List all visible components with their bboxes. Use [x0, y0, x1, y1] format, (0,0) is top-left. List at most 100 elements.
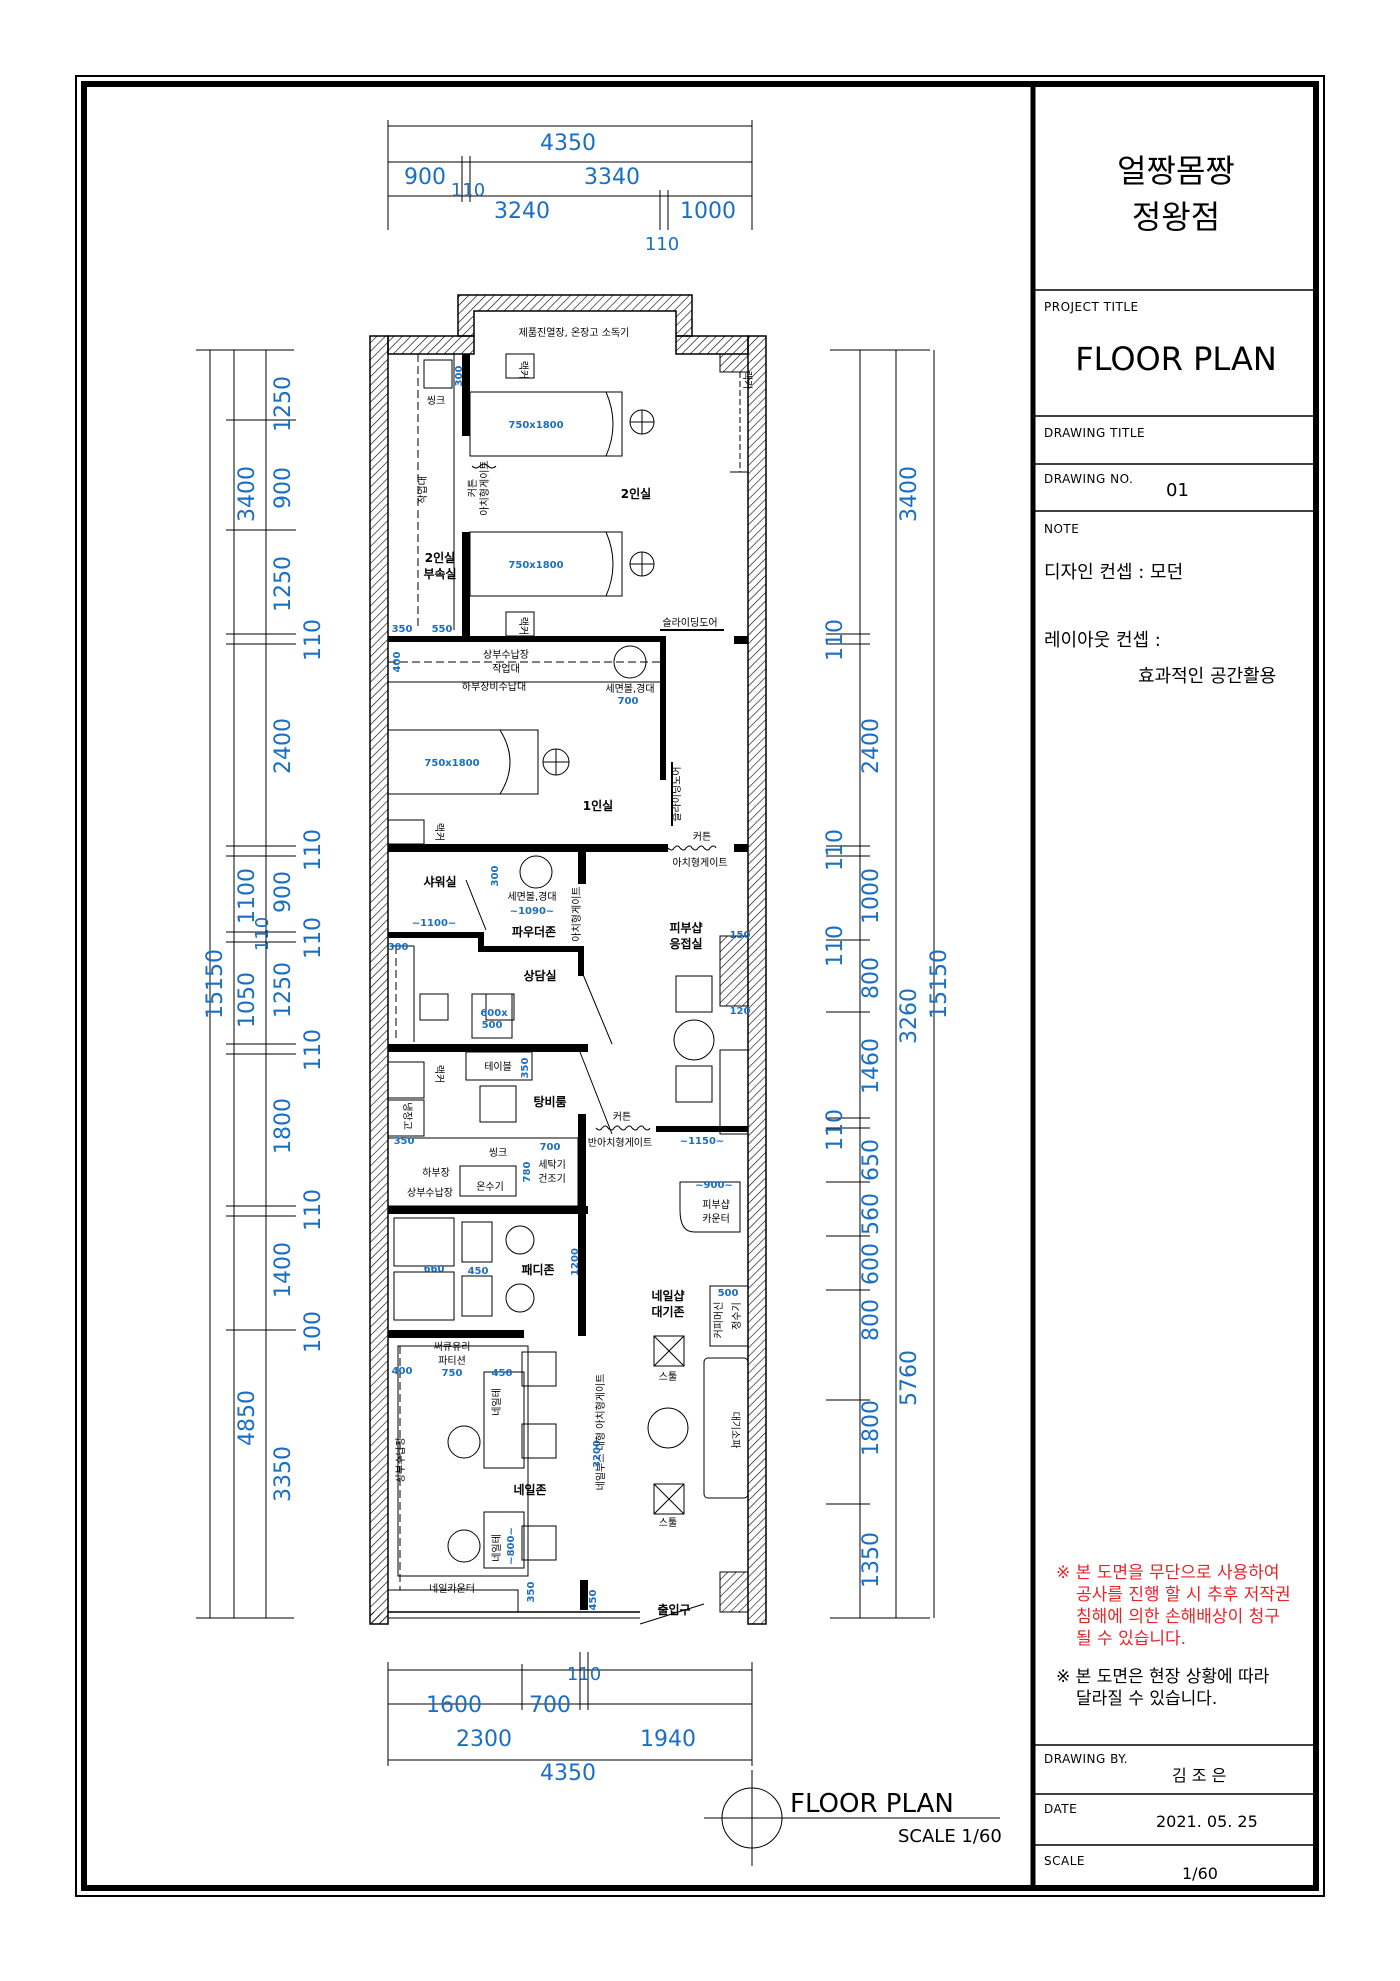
right-dimensions: 110 2400 110 1000 110 800 1460 110 650 5…	[823, 466, 952, 1588]
blue-450b: 450	[492, 1368, 513, 1379]
dim-right-3260: 3260	[897, 988, 922, 1044]
label-display: 제품진열장, 온장고 소독기	[519, 327, 630, 339]
label-glass-partition-2: 파티션	[438, 1355, 466, 1367]
blue-350: 350	[392, 624, 413, 635]
blue-700: 700	[618, 696, 639, 707]
label-consult: 상담실	[523, 968, 556, 983]
dim-left-100: 100	[301, 1311, 326, 1353]
drawing-title-label: DRAWING TITLE	[1044, 426, 1146, 440]
dim-left-2400: 2400	[271, 718, 296, 774]
dim-bottom-1940: 1940	[640, 1727, 696, 1752]
label-curtain-1: 커튼	[693, 831, 711, 843]
drawing-no-label: DRAWING NO.	[1044, 472, 1134, 486]
notice-line-1: ※ 본 도면은 현장 상황에 따라	[1056, 1667, 1270, 1687]
dim-top-900: 900	[404, 165, 446, 190]
dim-right-1350: 1350	[859, 1532, 884, 1588]
label-rack-2: 랙커	[517, 361, 529, 379]
dim-left-110e: 110	[301, 1189, 326, 1231]
label-nail-table-2: 네일테	[491, 1534, 503, 1562]
label-table-500: 500	[482, 1020, 503, 1031]
dim-bottom-4350: 4350	[540, 1761, 596, 1786]
dim-right-560: 560	[859, 1193, 884, 1235]
label-bed-2: 750x1800	[508, 560, 563, 571]
label-sink: 씽크	[427, 395, 445, 407]
label-upper-cab: 상부수납장	[407, 1187, 453, 1199]
label-work-table: 작업대	[492, 662, 520, 675]
dim-left-4850: 4850	[235, 1390, 260, 1446]
blue-300: 300	[454, 366, 465, 387]
label-powder: 파우더존	[512, 924, 556, 939]
left-dimensions: 1250 900 1250 110 2400 110 900 110 1250 …	[203, 376, 326, 1502]
dim-bottom-1600: 1600	[426, 1693, 482, 1718]
blue-150: 150	[730, 930, 751, 941]
blue-450: 450	[468, 1266, 489, 1277]
blue-300b: 300	[490, 866, 501, 887]
dim-bottom-700: 700	[529, 1693, 571, 1718]
dim-right-15150: 15150	[927, 949, 952, 1019]
blue-1150: ~1150~	[680, 1136, 725, 1147]
blue-700b: 700	[540, 1142, 561, 1153]
store-name-line1: 얼짱몸짱	[1117, 152, 1235, 190]
blue-1200: 1200	[570, 1248, 581, 1276]
label-arch-gate-v: 아치형게이트	[479, 460, 491, 515]
label-shower: 샤워실	[423, 874, 456, 889]
label-upper-storage-v: 상부수납장	[395, 1437, 407, 1483]
blue-550: 550	[432, 624, 453, 635]
furniture-linework	[387, 353, 749, 1625]
label-stool-1: 스툴	[659, 1371, 677, 1383]
dim-top-110a: 110	[451, 180, 485, 201]
blue-120: 120	[730, 1006, 751, 1017]
label-vanity-1: 세면볼,경대	[605, 682, 654, 695]
blue-dimension-labels: 350 550 400 700 300 ~1100~ ~1090~ 150 12…	[388, 366, 751, 1611]
dim-right-1000: 1000	[859, 868, 884, 924]
label-nail-wait-2: 대기존	[651, 1304, 684, 1319]
label-pantry: 탕비룸	[533, 1094, 566, 1109]
label-nail-zone: 네일존	[513, 1482, 546, 1497]
label-nail-table-1: 네일테	[491, 1388, 503, 1416]
label-lower-storage: 하부장비수납대	[462, 680, 526, 693]
label-sliding-v: 슬라이딩도어	[671, 766, 683, 821]
dim-left-15150: 15150	[203, 949, 228, 1019]
label-bed-1: 750x1800	[508, 420, 563, 431]
label-purifier: 정수기	[731, 1302, 743, 1330]
label-room2-annex-2: 부속실	[423, 566, 456, 581]
dim-right-2400: 2400	[859, 718, 884, 774]
dim-right-110d: 110	[823, 1109, 848, 1151]
dim-top-1000: 1000	[680, 199, 736, 224]
project-title: FLOOR PLAN	[1075, 340, 1277, 378]
label-table: 테이블	[484, 1061, 512, 1073]
label-fridge: 냉장고	[401, 1102, 413, 1130]
date: 2021. 05. 25	[1156, 1812, 1258, 1831]
plan-caption-title: FLOOR PLAN	[790, 1789, 954, 1819]
dim-right-110b: 110	[823, 829, 848, 871]
dimension-lines	[196, 120, 1000, 1866]
label-table-600: 600x	[480, 1008, 508, 1019]
label-water-heater: 온수기	[476, 1181, 504, 1193]
bottom-dimensions: 110 1600 700 2300 1940 4350	[426, 1664, 696, 1786]
left-ticks	[226, 419, 870, 1505]
label-sliding-door: 슬라이딩도어	[662, 617, 717, 629]
dim-top-110b: 110	[645, 234, 679, 255]
label-nail-wait-1: 네일샵	[651, 1288, 684, 1303]
warning-line-3: 침해에 의한 손해배상이 청구	[1076, 1607, 1280, 1627]
label-room2-annex-1: 2인실	[425, 550, 455, 565]
dim-right-650: 650	[859, 1139, 884, 1181]
dim-right-600: 600	[859, 1243, 884, 1285]
dim-right-1800: 1800	[859, 1400, 884, 1456]
note-design-concept: 디자인 컨셉 : 모던	[1044, 562, 1184, 583]
label-arch-v: 아치형게이트	[571, 886, 583, 941]
label-vanity-2: 세면볼,경대	[507, 890, 556, 903]
label-coffee: 커피머신	[713, 1302, 725, 1339]
blue-3200: 3200	[592, 1440, 603, 1468]
label-skin-reception-2: 응접실	[669, 936, 702, 951]
label-rack-1: 랙커	[741, 371, 753, 389]
dim-top-4350: 4350	[540, 131, 596, 156]
label-sofa: 대기소파	[729, 1412, 741, 1449]
warning-line-4: 될 수 있습니다.	[1076, 1629, 1187, 1649]
dim-left-3350: 3350	[271, 1446, 296, 1502]
building-walls	[369, 294, 767, 1625]
label-rack-3: 랙커	[517, 617, 529, 635]
scale: 1/60	[1182, 1864, 1218, 1883]
dim-right-110a: 110	[823, 619, 848, 661]
dim-left-900b: 900	[271, 871, 296, 913]
